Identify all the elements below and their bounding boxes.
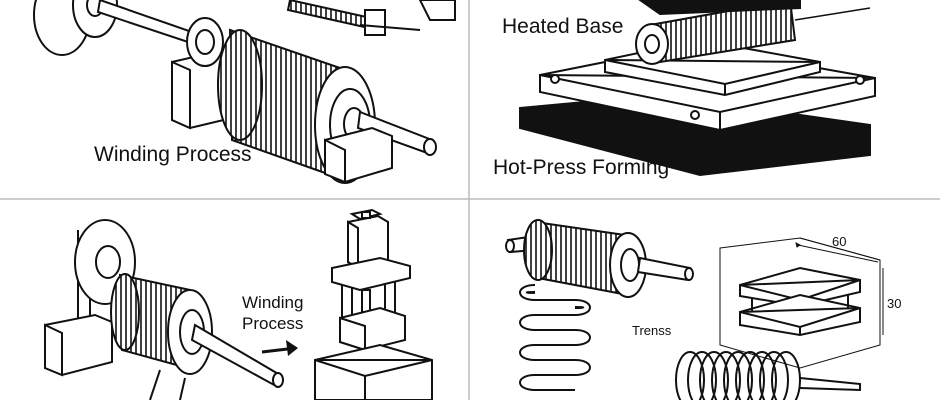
serpentine-heater [519,284,591,391]
dimension-height-label: 30 [887,296,902,311]
label-hot-press-forming: Hot-Press Forming [493,156,670,179]
heating-pad [739,266,861,337]
dimension-width-label: 60 [832,234,847,249]
winding-stand-bottom [44,219,284,400]
arrow-icon [261,340,298,356]
label-trenss: Trenss [632,323,672,338]
label-winding-process-bottom: Winding Process [242,292,303,334]
label-winding-line2: Process [242,314,304,333]
press-machine [314,208,433,400]
coil-rod-bottom [505,219,694,298]
dimension-box [719,237,884,369]
label-heated-base: Heated Base [502,15,624,38]
helical-spring [675,351,861,400]
label-winding-line1: Winding [242,293,304,312]
winding-machine-top [33,0,456,184]
label-winding-process: Winding Process [94,143,252,166]
hot-press-assembly [519,0,876,177]
